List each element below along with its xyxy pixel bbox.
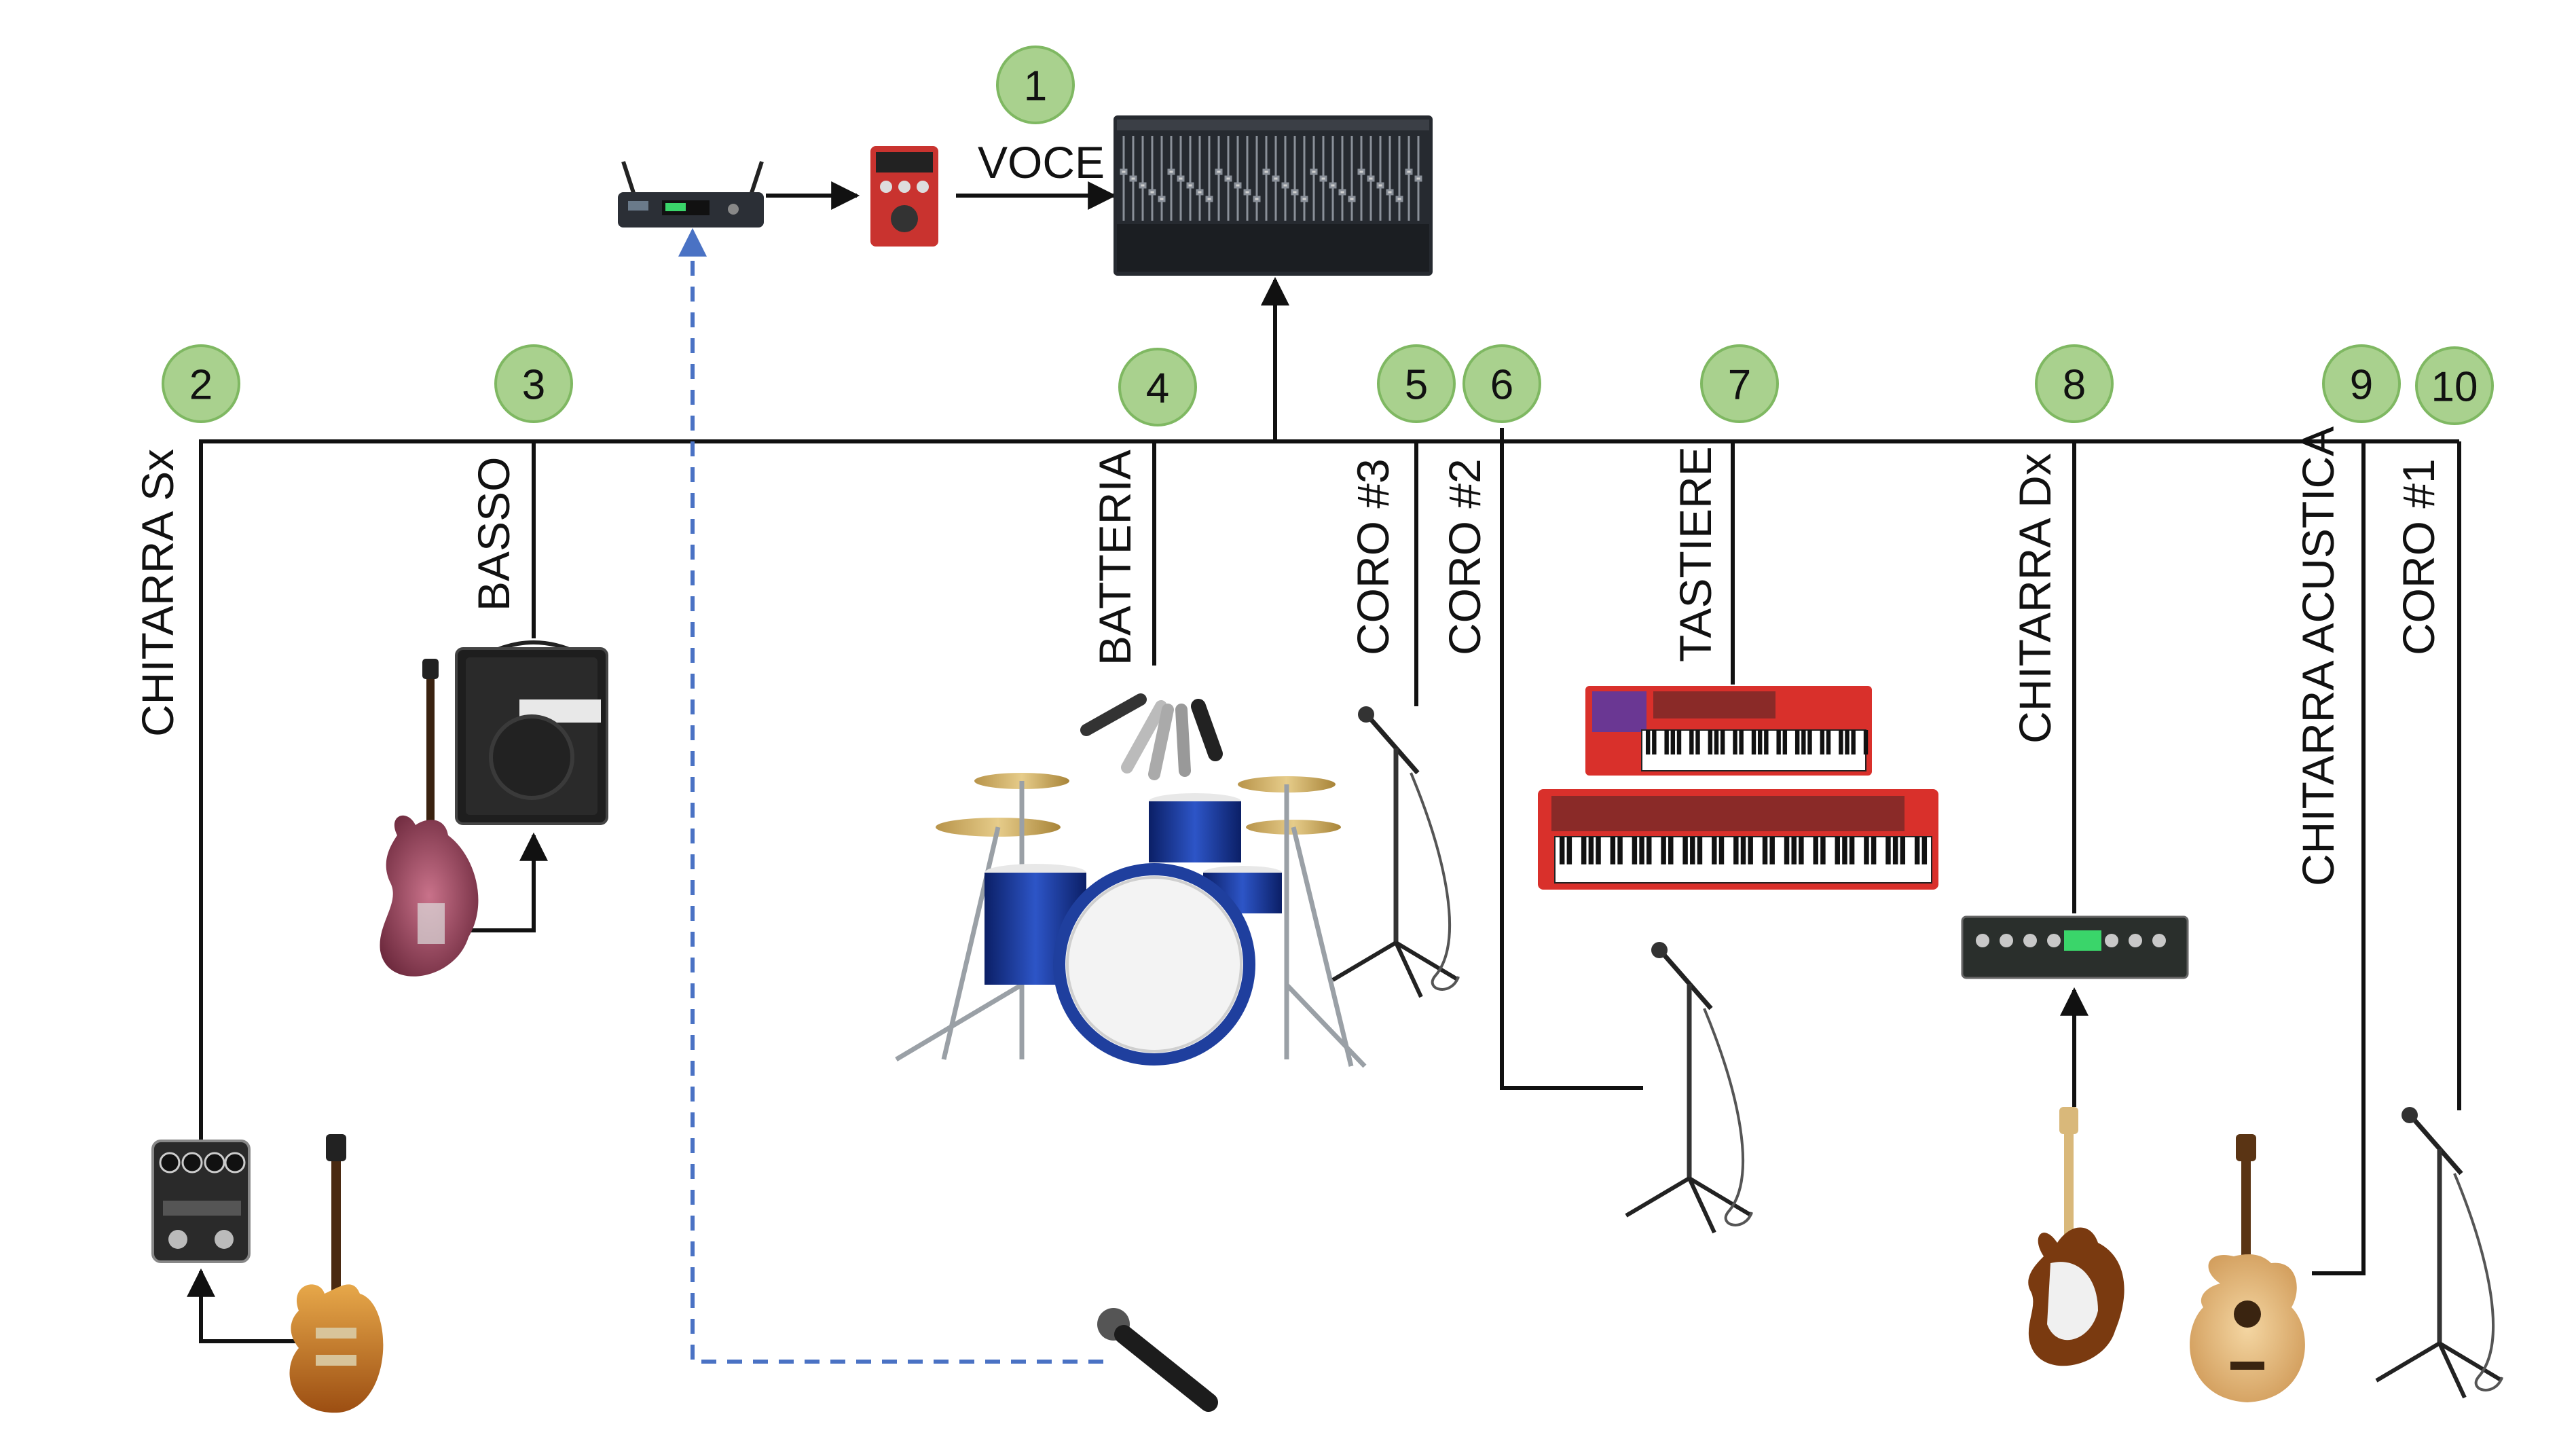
drum-microphones-icon	[1080, 693, 1223, 780]
acoustic-guitar-icon	[2190, 1134, 2305, 1402]
mic-stand-icon	[2376, 1107, 2502, 1398]
mic-stand-icon	[1626, 942, 1752, 1233]
channel-9-label: CHITARRA ACUSTICA	[2293, 426, 2343, 886]
svg-text:6: 6	[1490, 362, 1513, 409]
wireless-handheld-mic-icon	[1097, 1308, 1218, 1412]
channel-6-label: CORO #2	[1439, 458, 1490, 655]
wireless-link-line	[678, 228, 1103, 1364]
svg-text:4: 4	[1146, 365, 1169, 412]
badge-channel-7: 7	[1700, 344, 1779, 423]
channel-7-label: TASTIERE	[1670, 446, 1721, 662]
channel-8-label: CHITARRA Dx	[2010, 453, 2060, 744]
stratocaster-guitar-icon	[2028, 1107, 2124, 1366]
svg-text:10: 10	[2431, 364, 2478, 411]
guitar-preamp-pedal-icon	[151, 1140, 251, 1263]
vocal-processor-icon	[870, 146, 938, 247]
badge-channel-10: 10	[2415, 346, 2494, 425]
badge-voice: 1	[996, 46, 1075, 124]
channel-3-label: BASSO	[468, 457, 519, 611]
svg-text:3: 3	[522, 362, 545, 409]
mixing-console-icon	[1114, 115, 1433, 276]
badge-channel-6: 6	[1462, 344, 1541, 423]
channel-badges: 1 2 3 4 5 6 7 8	[162, 46, 2494, 426]
svg-text:5: 5	[1405, 362, 1428, 409]
bass-guitar-icon	[380, 659, 479, 977]
guitar-amp-head-icon	[1961, 915, 2189, 979]
channel-2-label: CHITARRA Sx	[132, 449, 183, 737]
badge-channel-3: 3	[494, 344, 573, 423]
channel-4-label: BATTERIA	[1090, 450, 1140, 666]
electric-guitar-icon	[289, 1134, 384, 1413]
channel-5-label: CORO #3	[1348, 458, 1398, 655]
svg-text:7: 7	[1728, 362, 1751, 409]
voice-label: VOCE	[978, 137, 1105, 187]
svg-text:1: 1	[1024, 63, 1047, 110]
badge-channel-2: 2	[162, 344, 240, 423]
stage-keyboard-icon	[1538, 686, 1938, 890]
drum-kit-icon	[895, 773, 1367, 1068]
svg-text:9: 9	[2350, 362, 2373, 409]
badge-channel-4: 4	[1118, 348, 1197, 426]
svg-text:8: 8	[2063, 362, 2086, 409]
badge-channel-9: 9	[2322, 344, 2401, 423]
badge-channel-8: 8	[2035, 344, 2114, 423]
wireless-receiver-icon	[618, 161, 764, 228]
bass-amp-icon	[455, 640, 608, 825]
signal-lines	[187, 181, 2461, 1343]
svg-text:2: 2	[189, 362, 213, 409]
mic-stand-icon	[1333, 706, 1458, 997]
badge-channel-5: 5	[1377, 344, 1456, 423]
channel-10-label: CORO #1	[2393, 458, 2444, 655]
